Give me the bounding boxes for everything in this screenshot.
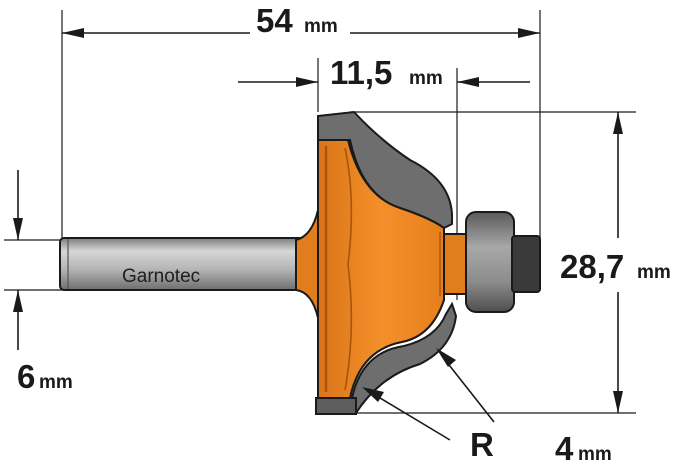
cutter-body — [295, 110, 458, 415]
arrowhead-shank-top — [13, 218, 23, 240]
dimension-cut-length: 11,5 mm — [238, 54, 530, 300]
cut-diameter-value: 28,7 — [560, 248, 624, 285]
arrowhead-shank-bottom — [13, 290, 23, 312]
bearing — [443, 211, 541, 313]
total-length-unit: mm — [304, 16, 338, 37]
cut-length-unit: mm — [409, 68, 443, 89]
bearing-screw — [511, 235, 541, 293]
shank-brand-text: Garnotec — [122, 266, 200, 287]
cutter-base-plate — [315, 397, 357, 415]
arrowhead-right — [518, 28, 540, 38]
arrowhead-radius-2 — [436, 348, 456, 367]
arrowhead-bottom — [613, 391, 623, 413]
flute-line-2 — [344, 147, 353, 391]
radius-label: R — [470, 426, 494, 463]
arrowhead-radius-1 — [362, 387, 384, 402]
total-length-value: 54 — [256, 2, 293, 39]
bearing-ring — [465, 211, 515, 313]
leader-line-radius-2 — [441, 355, 495, 423]
cutter-neck — [295, 209, 319, 319]
cutter-tip-lower — [317, 301, 458, 414]
shank-diameter-value: 6 — [17, 358, 35, 395]
bearing-offset-value: 4 — [555, 430, 574, 466]
label-backdrop — [250, 6, 350, 44]
dimension-cut-diameter: 28,7 mm — [350, 111, 671, 414]
arrowhead-cut-right — [457, 77, 479, 87]
arrowhead-top — [613, 112, 623, 134]
dimension-total-length: 54 mm — [61, 2, 541, 244]
dimension-bearing-offset: 4 mm — [555, 430, 612, 467]
cutter-body-orange — [317, 139, 445, 399]
shank-diameter-unit: mm — [39, 372, 73, 393]
cut-diameter-unit: mm — [637, 262, 671, 283]
leader-line-radius-1 — [369, 391, 451, 441]
arrowhead-cut-left — [296, 77, 318, 87]
shank: Garnotec — [59, 237, 313, 291]
arrowhead-left — [62, 28, 84, 38]
radius-callout: R — [362, 348, 495, 463]
bearing-offset-unit: mm — [578, 444, 612, 465]
cut-length-value: 11,5 — [330, 54, 392, 91]
dimension-shank-diameter: 6 mm — [4, 170, 73, 395]
